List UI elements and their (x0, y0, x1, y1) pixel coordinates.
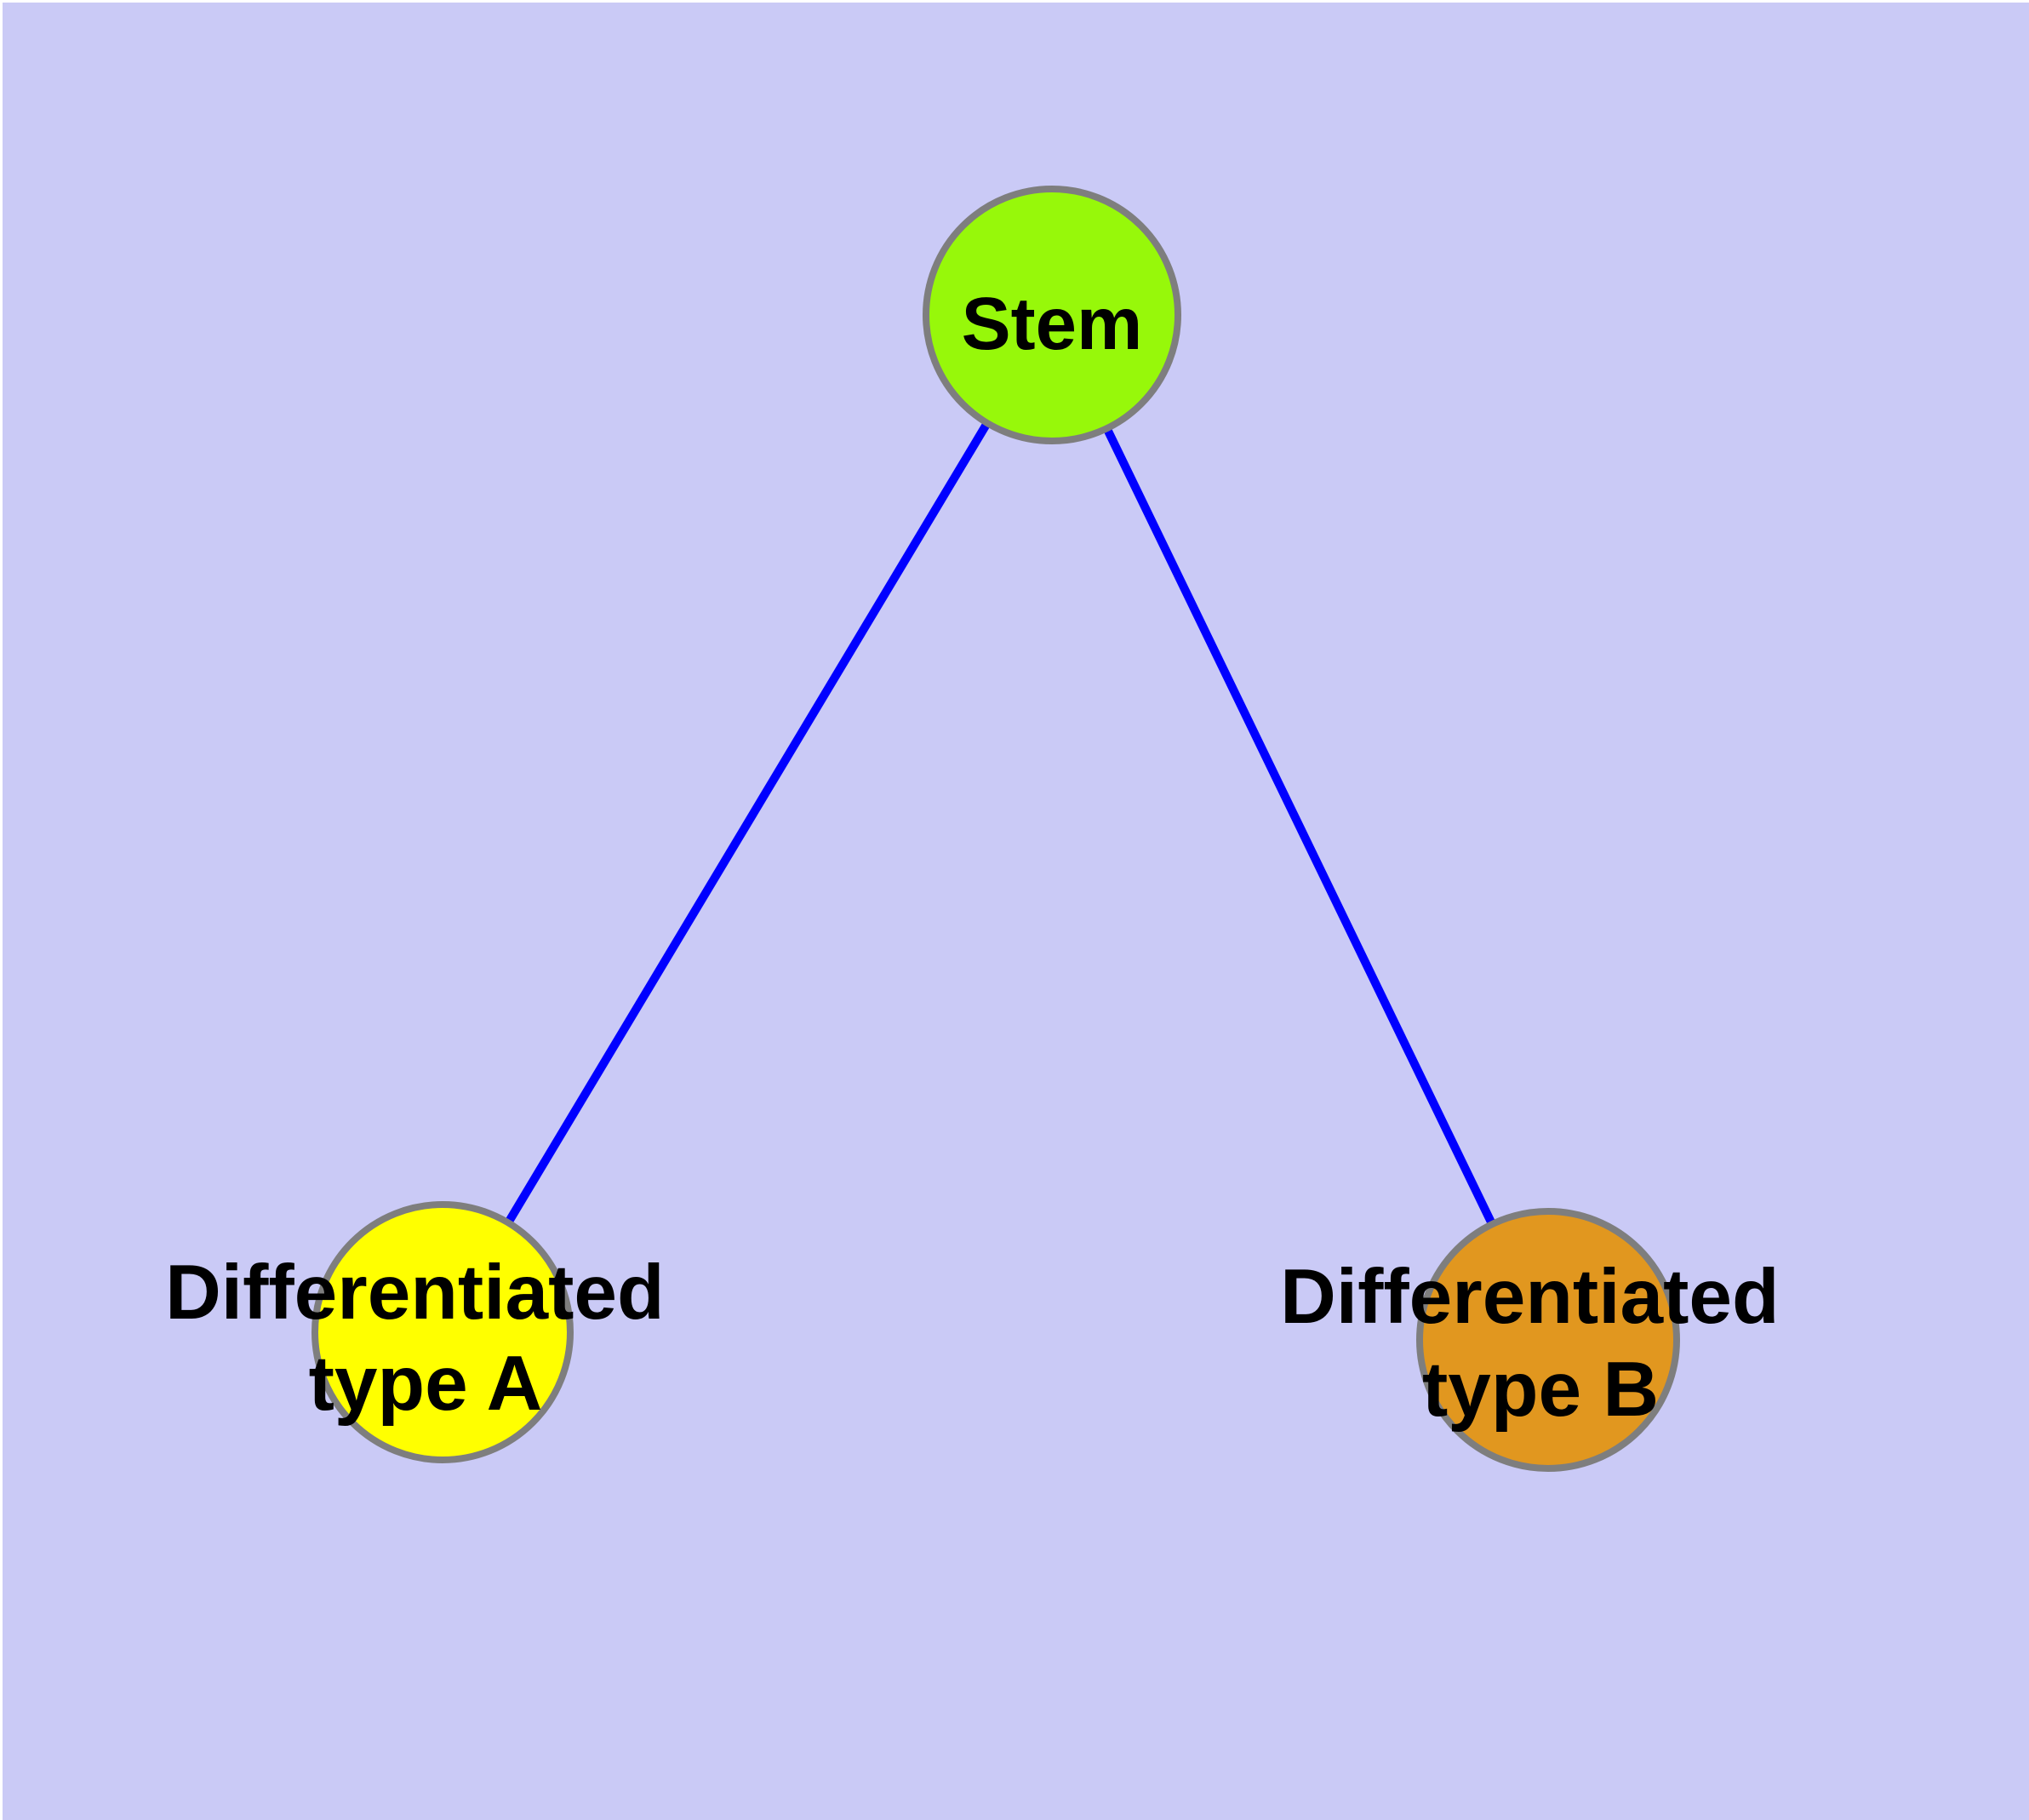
node-type-b (1416, 1208, 1680, 1472)
node-label-type-a-line1: Differentiated (165, 1250, 665, 1336)
node-type-a (311, 1201, 574, 1463)
node-label-type-b-line2: type B (1422, 1347, 1659, 1433)
edge-stem-to-type-a (438, 312, 1056, 1335)
edge-stem-to-type-b (1048, 312, 1552, 1342)
node-label-type-b-line1: Differentiated (1280, 1254, 1780, 1340)
node-label-stem: Stem (962, 283, 1143, 365)
node-label-type-b: Differentiated type B (1280, 1254, 1801, 1433)
node-label-type-a-line2: type A (309, 1341, 543, 1427)
node-label-type-a: Differentiated type A (165, 1250, 686, 1427)
node-stem (923, 186, 1181, 444)
